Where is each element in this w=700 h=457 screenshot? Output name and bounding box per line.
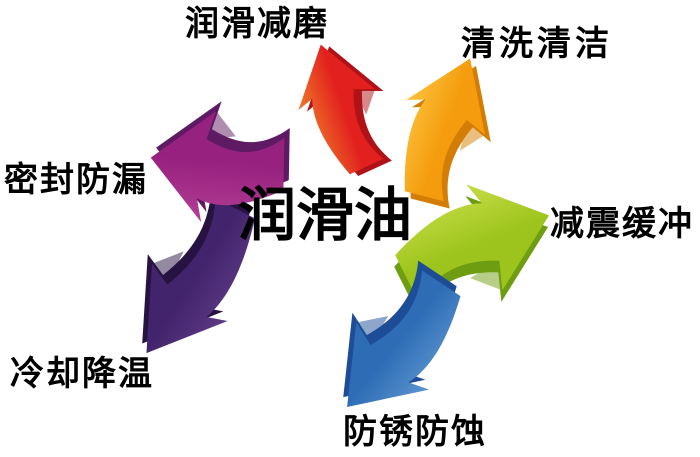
label-antirust: 防锈防蚀	[343, 413, 487, 451]
label-cleaning: 清洗清洁	[461, 25, 613, 63]
lubrication-arrow-icon	[280, 32, 407, 185]
label-cooling: 冷却降温	[10, 355, 154, 393]
label-damping: 减震缓冲	[550, 205, 694, 243]
center-title: 润滑油	[238, 183, 413, 248]
label-lubrication: 润滑减磨	[185, 5, 329, 43]
label-sealing: 密封防漏	[4, 161, 148, 199]
